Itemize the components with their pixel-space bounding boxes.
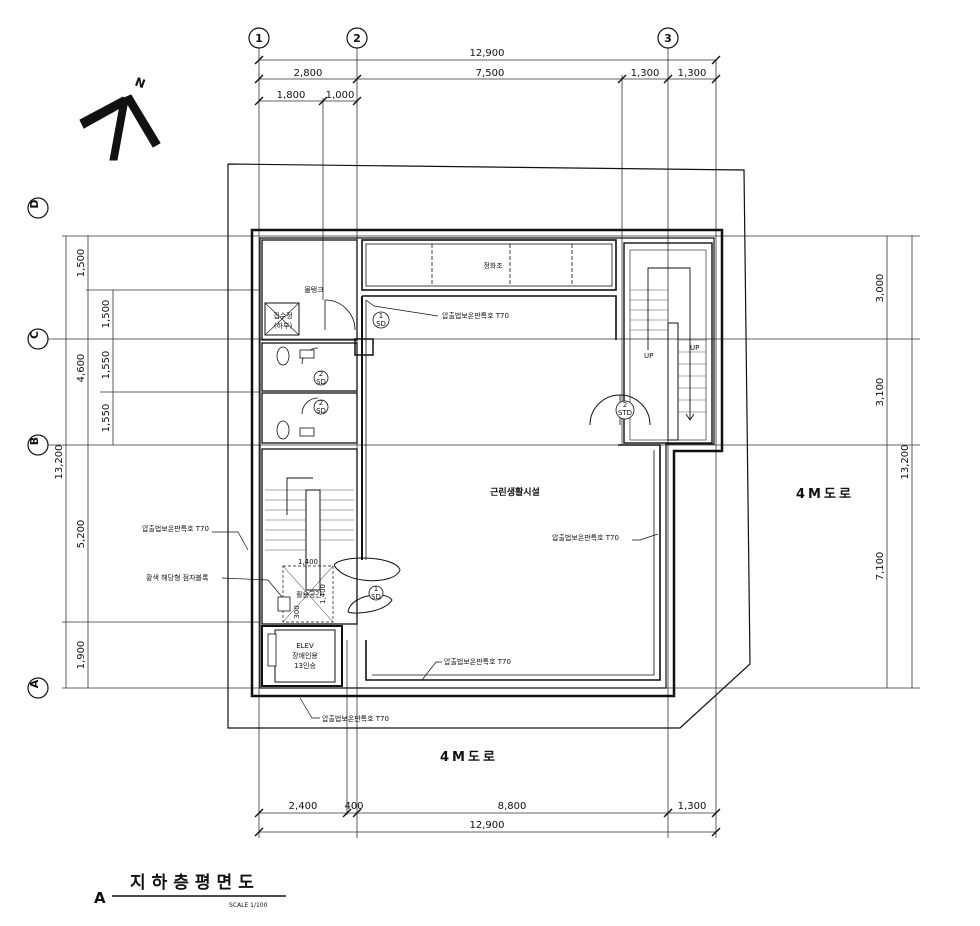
dim-bottom-2: 400 [344,801,363,812]
room-label-lobby: 활용공간 [296,590,322,599]
door-tag-1-num: 1 [379,312,383,320]
north-arrow [79,94,161,161]
dim-top-4: 1,300 [678,68,707,79]
dim-300: 300 [293,605,301,618]
door-tag-3-code: SD [316,407,326,415]
caption-title: 지하층평면도 [130,873,260,893]
grid-bubbles [27,27,679,699]
door-tag-5-num: 1 [374,585,378,593]
dim-elev-w: 1,400 [298,558,318,566]
dim-right-3: 7,100 [875,552,886,581]
fixtures [267,346,315,667]
dim-left-5: 1,500 [101,300,112,329]
dim-top-total: 12,900 [470,48,505,59]
dim-bottom-4: 1,300 [678,801,707,812]
dim-bottom-3: 8,800 [498,801,527,812]
north-label: N [133,75,147,92]
road-label-east: 4M도로 [796,487,854,502]
room-label-elev-1: ELEV [296,642,314,650]
note-insulation-2: 압출법보온판특호 T70 [142,524,209,533]
dim-left-4: 1,900 [76,641,87,670]
dim-left-6: 1,550 [101,351,112,380]
note-up-2: UP [690,344,699,352]
building-walls [250,228,724,698]
dim-right-outer: 13,200 [900,445,911,480]
door-tag-2-code: SD [316,378,326,386]
dim-left-2: 4,600 [76,354,87,383]
grid-label-3: 3 [664,32,672,45]
stair-arrows [286,267,695,515]
note-insulation-3: 압출법보온판특호 T70 [444,657,511,666]
dim-top-3: 1,300 [631,68,660,79]
grid-label-1: 1 [255,32,263,45]
note-insulation-5: 압출법보온판특호 T70 [322,714,389,723]
note-insulation-4: 압출법보온판특호 T70 [552,533,619,542]
dim-top-1: 2,800 [294,68,323,79]
room-label-sump-sub: (하부) [274,321,293,330]
dim-top-6: 1,000 [326,90,355,101]
note-insulation-1: 압출법보온판특호 T70 [442,311,509,320]
note-braille: 황색 해당형 점자블록 [146,573,209,582]
dim-elev-h: 1,400 [319,584,327,604]
dim-bottom-1: 2,400 [289,801,318,812]
site-boundary [227,163,751,729]
door-tag-2-num: 2 [319,370,323,378]
door-tag-4-code: STD [618,409,632,417]
door-swings [301,299,651,614]
door-tag-3-num: 2 [319,399,323,407]
grid-label-A: A [28,679,41,688]
dim-top-5: 1,800 [277,90,306,101]
room-label-elev-3: 13인승 [294,661,316,670]
grid-label-2: 2 [353,32,361,45]
grid-label-D: D [28,199,41,208]
dim-top-2: 7,500 [476,68,505,79]
room-label-sump: 집수정 [273,311,292,320]
room-label-elev-2: 장애인용 [292,651,318,660]
dim-left-3: 5,200 [76,520,87,549]
dim-right-2: 3,100 [875,378,886,407]
dim-right-1: 3,000 [875,274,886,303]
caption-scale: SCALE 1/100 [229,902,268,909]
room-label-tank: 정화조 [483,261,503,270]
road-label-south: 4M도로 [440,750,498,765]
door-tags [313,311,635,601]
stair-treads [265,289,706,551]
dim-bottom-total: 12,900 [470,820,505,831]
grid-lines [48,48,920,838]
door-tag-1-code: SD [376,320,386,328]
room-label-main: 근린생활시설 [490,486,540,498]
grid-label-C: C [28,331,41,339]
note-up-1: UP [644,352,653,360]
room-label-pit: 물탱크 [304,285,324,294]
dim-left-1: 1,500 [76,249,87,278]
door-tag-4-num: 2 [623,401,627,409]
caption-letter: A [94,889,106,907]
grid-label-B: B [28,437,41,445]
leader-lines [212,299,659,719]
dim-left-outer: 13,200 [54,445,65,480]
dimension-ticks [254,55,721,837]
door-tag-5-code: SD [371,593,381,601]
dim-left-7: 1,550 [101,404,112,433]
